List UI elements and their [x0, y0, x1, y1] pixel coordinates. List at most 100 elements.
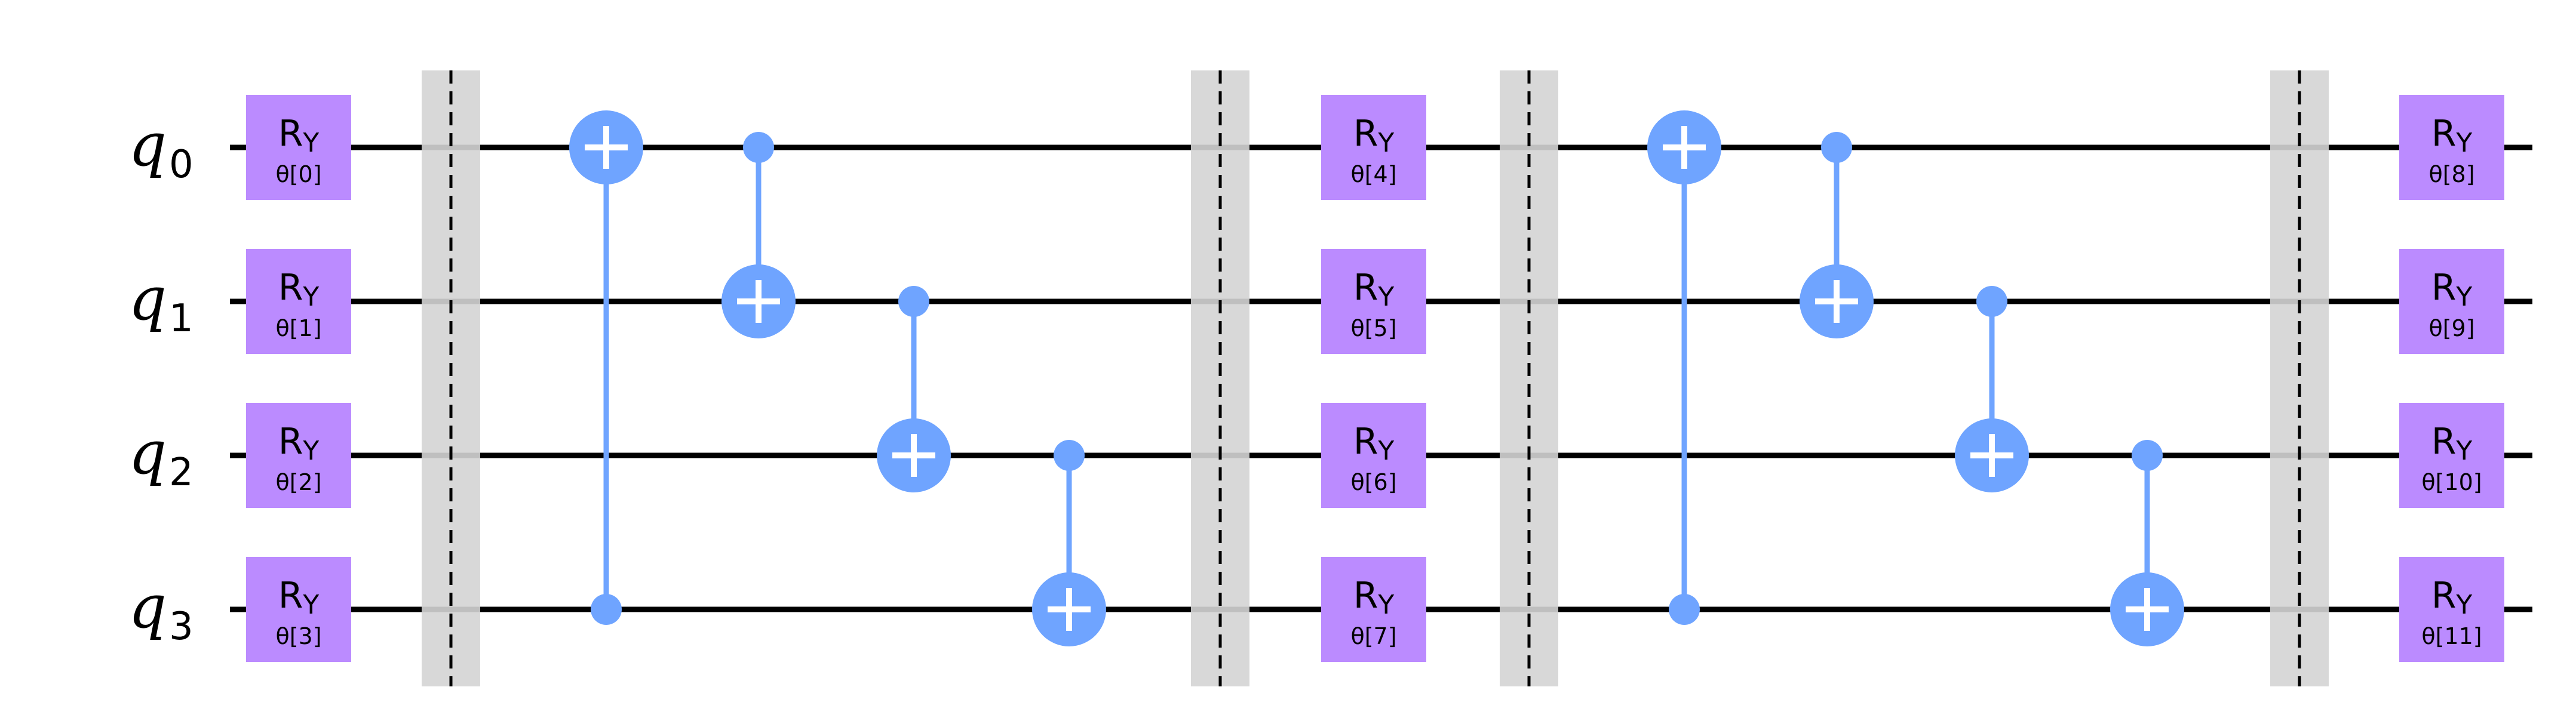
gate-name-sub: Y: [1377, 590, 1394, 620]
target-plus-icon: [569, 110, 643, 184]
target-plus-icon: [877, 418, 951, 492]
gate-parameter: θ[9]: [2428, 315, 2474, 341]
gate-box: [2399, 95, 2504, 200]
gate-parameter: θ[4]: [1350, 161, 1396, 187]
gate-name-sub: Y: [302, 436, 319, 466]
cnot-gate: [569, 110, 643, 625]
gate-box: [1321, 249, 1426, 354]
ry-gate: RYθ[8]: [2399, 95, 2504, 200]
qubit-name: q: [128, 418, 167, 488]
gate-box: [1321, 95, 1426, 200]
gate-parameter: θ[2]: [275, 469, 321, 495]
gate-box: [2399, 249, 2504, 354]
control-dot: [1669, 594, 1700, 625]
qubit-index: 2: [169, 451, 194, 495]
control-dot: [1054, 440, 1085, 471]
gate-name-sub: Y: [2455, 128, 2472, 158]
qubit-name: q: [128, 110, 167, 180]
gate-parameter: θ[10]: [2421, 469, 2482, 495]
gate-name-main: R: [2431, 575, 2457, 617]
gate-name-main: R: [278, 575, 303, 617]
gate-name: RY: [1353, 113, 1395, 158]
gate-parameter: θ[8]: [2428, 161, 2474, 187]
qubit-label: q3: [128, 572, 194, 649]
gate-parameter: θ[5]: [1350, 315, 1396, 341]
qubit-wires: [230, 144, 2532, 612]
qubit-label: q1: [128, 264, 194, 341]
gate-parameter: θ[1]: [275, 315, 321, 341]
gate-name-main: R: [278, 113, 303, 155]
cnot-gate: [1800, 132, 1874, 338]
cnot-gate: [1955, 286, 2029, 492]
target-plus-icon: [1955, 418, 2029, 492]
gate-name-sub: Y: [2455, 282, 2472, 312]
target-plus-icon: [721, 264, 796, 338]
gate-name-sub: Y: [1377, 128, 1394, 158]
gate-name: RY: [2431, 421, 2473, 466]
gate-parameter: θ[3]: [275, 623, 321, 649]
gate-box: [2399, 557, 2504, 662]
barrier: [2270, 70, 2329, 686]
gate-name-main: R: [1353, 575, 1378, 617]
cnot-gate: [1647, 110, 1721, 625]
gate-parameter: θ[7]: [1350, 623, 1396, 649]
cnot-gate: [2110, 440, 2184, 646]
gate-name: RY: [2431, 267, 2473, 312]
ry-gate: RY θ[1]: [246, 249, 351, 354]
ry-gate: RYθ[4]: [1321, 95, 1426, 200]
gate-box: [246, 95, 351, 200]
ry-gate: RYθ[2]: [246, 403, 351, 508]
gate-name-main: R: [1353, 267, 1378, 309]
ry-gate: RYθ[9]: [2399, 249, 2504, 354]
target-plus-icon: [2110, 572, 2184, 646]
gate-box: [246, 403, 351, 508]
control-dot: [743, 132, 774, 163]
gates: RYθ[0]RYθ[1]RYθ[2]RYθ[3]RYθ[4]RYθ[5]RYθ[…: [246, 95, 2504, 662]
gate-name: RY: [1353, 575, 1395, 620]
gate-parameter: θ[11]: [2421, 623, 2482, 649]
gate-name-sub: Y: [302, 128, 319, 158]
qubit-index: 0: [169, 143, 194, 187]
gate-name-main: R: [1353, 113, 1378, 155]
control-dot: [1976, 286, 2007, 317]
qubit-index: 1: [169, 297, 194, 341]
gate-name-main: R: [1353, 421, 1378, 463]
ry-gate: RY θ[5]: [1321, 249, 1426, 354]
gate-box: [2399, 403, 2504, 508]
gate-name: RY: [2431, 575, 2473, 620]
gate-name-main: R: [278, 421, 303, 463]
qubit-label: q0: [128, 110, 194, 187]
gate-box: [246, 249, 351, 354]
gate-name: RY: [278, 575, 320, 620]
gate-name: RY: [278, 113, 320, 158]
cnot-gate: [721, 132, 796, 338]
gate-name-main: R: [2431, 113, 2457, 155]
gate-name: RY: [2431, 113, 2473, 158]
gate-parameter: θ[6]: [1350, 469, 1396, 495]
target-plus-icon: [1647, 110, 1721, 184]
cnot-gate: [877, 286, 951, 492]
gate-name: RY: [1353, 267, 1395, 312]
barrier: [1191, 70, 1249, 686]
gate-name-sub: Y: [2455, 590, 2472, 620]
ry-gate: RY θ[10]: [2399, 403, 2504, 508]
target-plus-icon: [1032, 572, 1106, 646]
control-dot: [591, 594, 622, 625]
gate-name-main: R: [2431, 267, 2457, 309]
gate-box: [246, 557, 351, 662]
gate-name-sub: Y: [302, 590, 319, 620]
target-plus-icon: [1800, 264, 1874, 338]
gate-name: RY: [278, 267, 320, 312]
gate-name-sub: Y: [302, 282, 319, 312]
cnot-gate: [1032, 440, 1106, 646]
ry-gate: RYθ[3]: [246, 557, 351, 662]
control-dot: [2132, 440, 2163, 471]
gate-name-sub: Y: [1377, 436, 1394, 466]
gate-parameter: θ[0]: [275, 161, 321, 187]
ry-gate: RYθ[6]: [1321, 403, 1426, 508]
barrier: [422, 70, 480, 686]
gate-name-sub: Y: [2455, 436, 2472, 466]
gate-name: RY: [278, 421, 320, 466]
